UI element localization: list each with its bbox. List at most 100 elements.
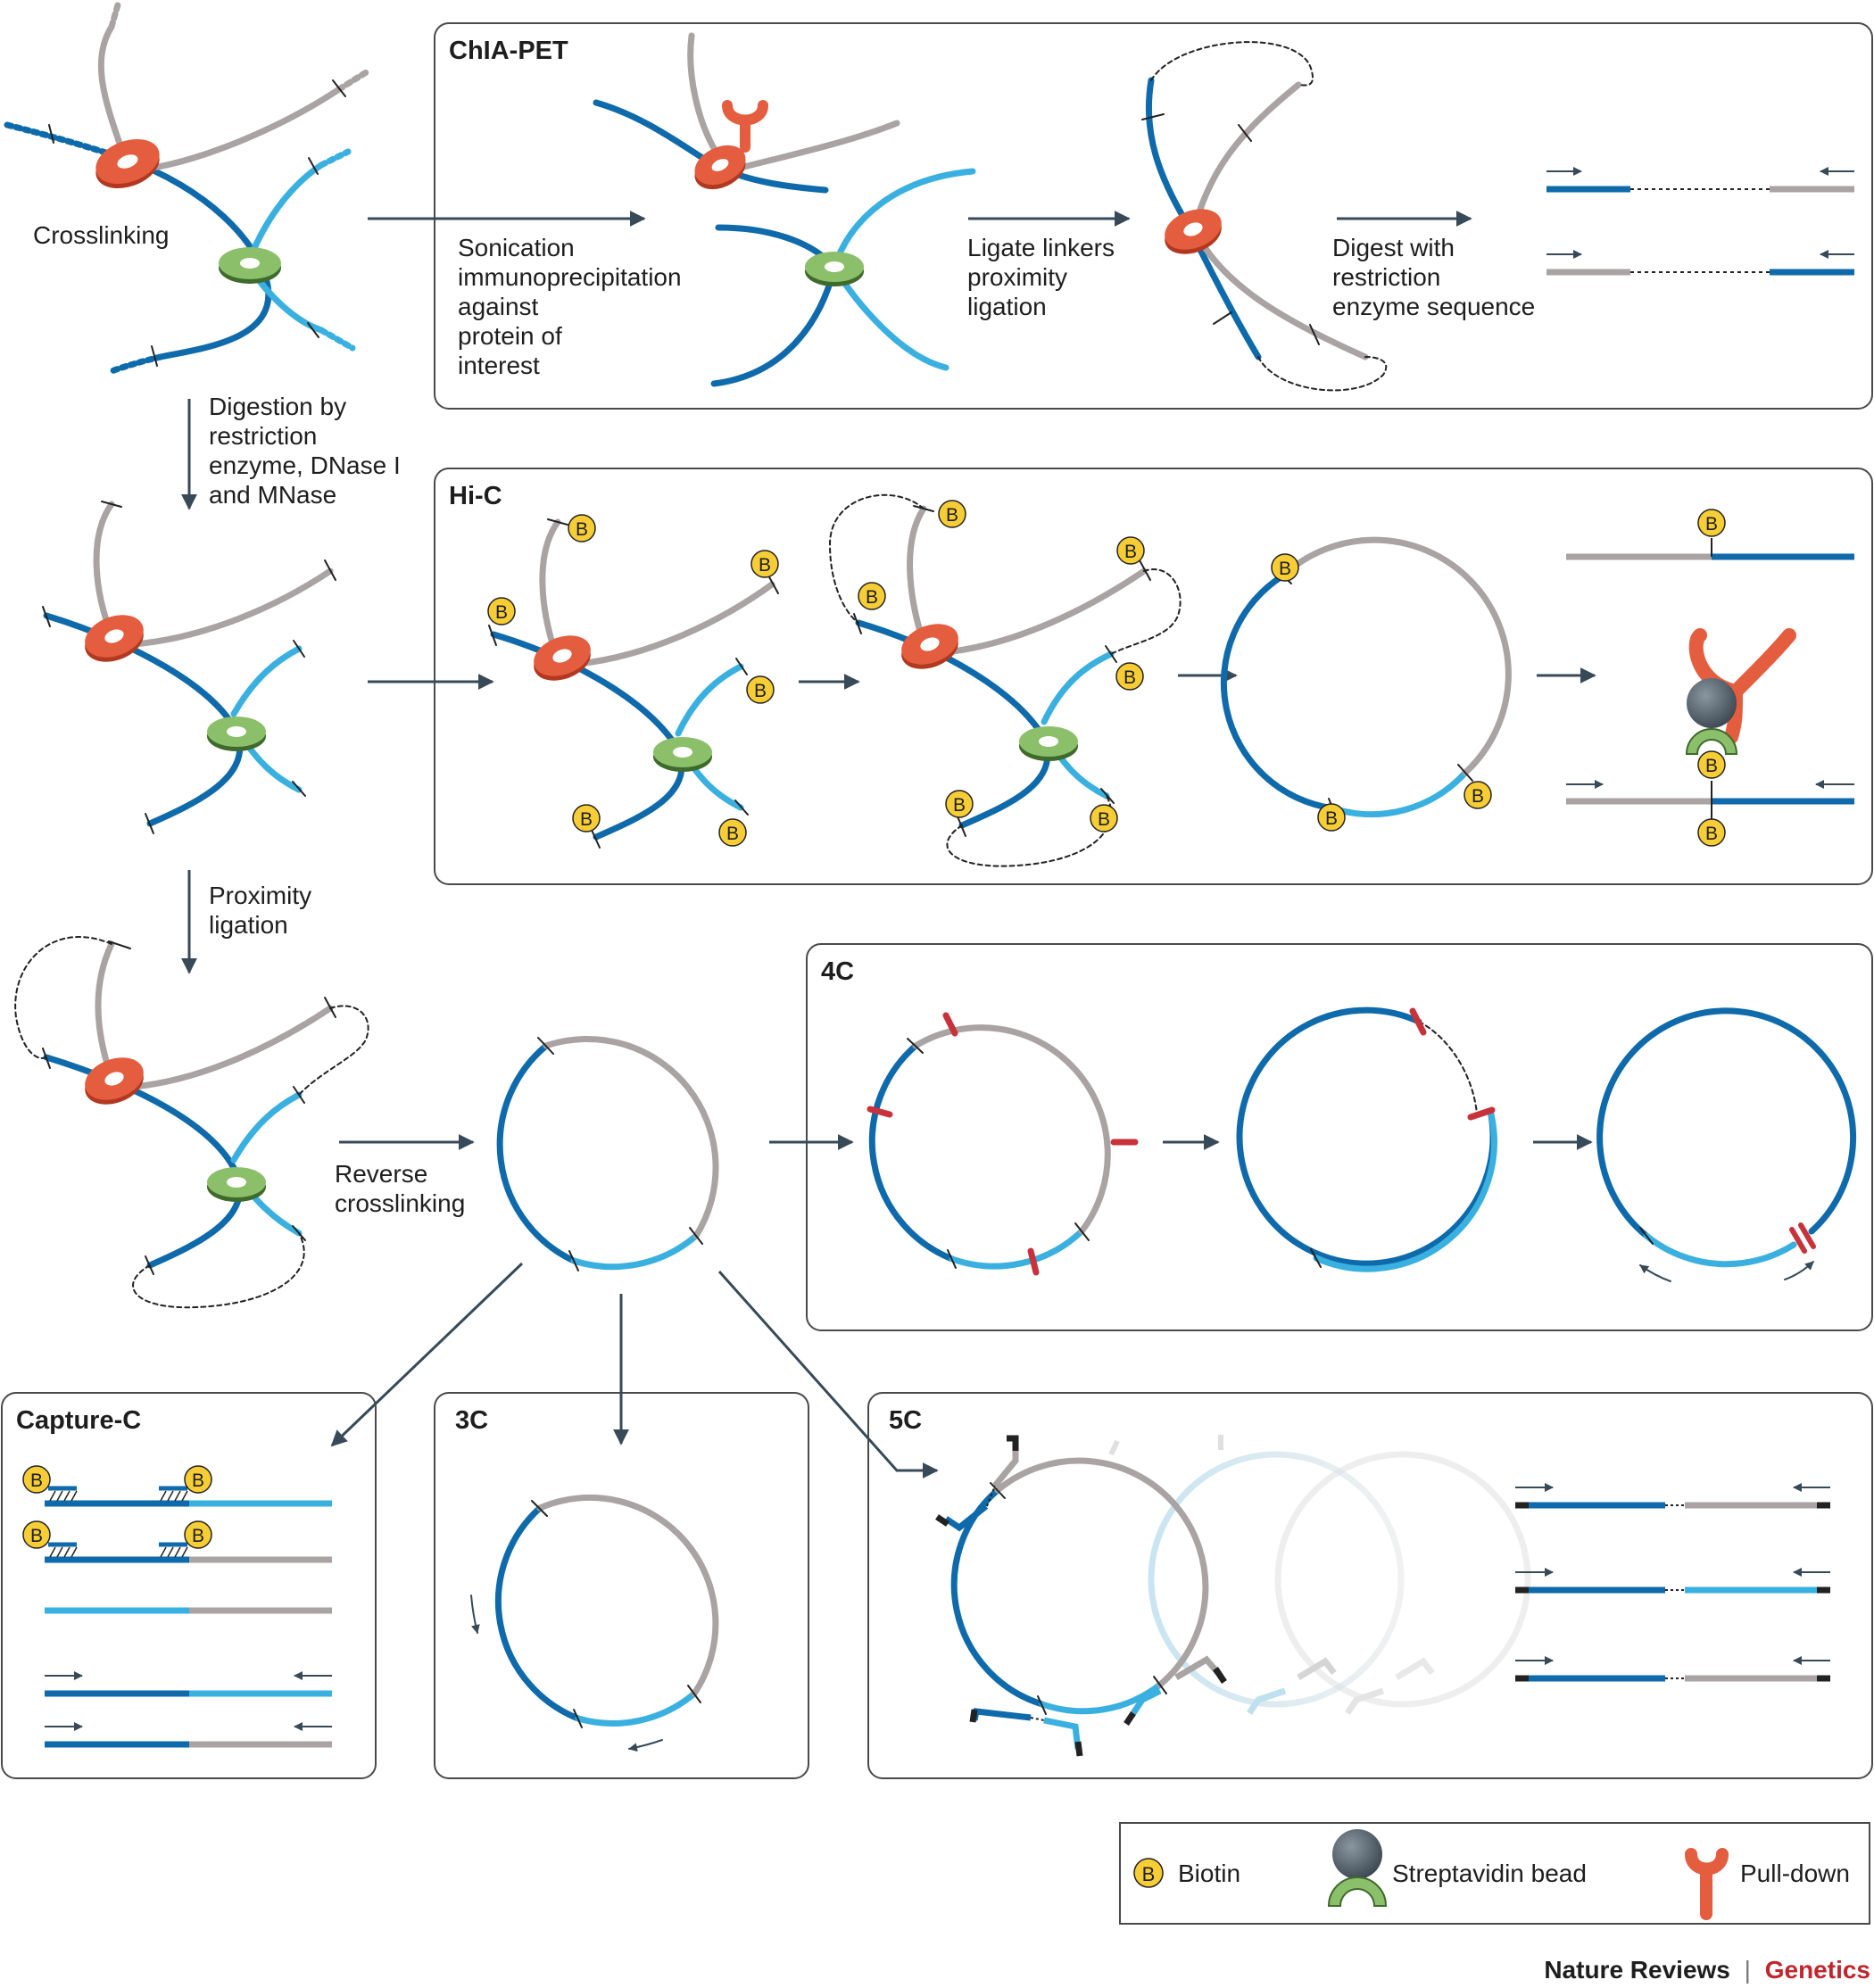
svg-text:B: B (953, 795, 966, 816)
chiapet-pet-reads (1546, 167, 1854, 276)
chiapet-step1-line-5: interest (458, 352, 540, 379)
digestion-line-1: Digestion by (209, 393, 346, 420)
proximity-line-2: ligation (209, 911, 288, 939)
legend-bead-icon (1327, 1829, 1388, 1907)
biotin-marker-icon: B (746, 675, 775, 704)
chiapet-title: ChIA-PET (449, 37, 568, 65)
svg-text:B: B (866, 587, 878, 608)
threec-circle (470, 1494, 719, 1752)
svg-text:B: B (580, 809, 593, 830)
fivec-primers (935, 1435, 1435, 1757)
antibody-icon (722, 100, 768, 153)
digestion-line-3: enzyme, DNase I (209, 451, 401, 479)
ligated-circle (496, 1035, 719, 1271)
svg-text:B: B (1325, 808, 1338, 829)
biotin-marker-icon: B (938, 500, 966, 528)
fourc-circle-3 (1596, 1007, 1857, 1282)
chiapet-panel (434, 22, 1873, 410)
biotin-marker-icon: B (1697, 750, 1726, 779)
journal-name: Nature Reviews (1544, 1956, 1730, 1984)
reverse-line-2: crosslinking (335, 1189, 465, 1217)
biotin-marker-icon: B (1697, 509, 1726, 537)
biotin-marker-icon: B (1317, 803, 1346, 832)
svg-text:B: B (946, 505, 958, 526)
legend-biotin-icon: B (1133, 1858, 1164, 1888)
biotin-marker-icon: B (750, 550, 779, 578)
legend-pulldown-label: Pull-down (1740, 1860, 1850, 1887)
biotin-marker-icon: B (487, 597, 516, 625)
biotin-marker-icon: B (1271, 553, 1299, 582)
crosslinked-chromatin (4, 0, 371, 375)
fourc-panel (806, 943, 1873, 1331)
biotin-marker-icon: B (1115, 662, 1144, 691)
fivec-reads (1515, 1483, 1830, 1682)
chiapet-step1-line-4: protein of (458, 322, 562, 350)
svg-text:B: B (754, 681, 767, 701)
svg-text:B: B (1124, 667, 1136, 688)
svg-text:B: B (192, 1526, 204, 1546)
biotin-marker-icon: B (1116, 536, 1145, 565)
chiapet-step1-line-1: Sonication (458, 234, 575, 261)
svg-text:B: B (1472, 786, 1484, 807)
svg-text:B: B (726, 824, 739, 844)
green-protein-ring (219, 247, 281, 284)
fourc-title: 4C (821, 957, 854, 986)
journal-section: Genetics (1765, 1956, 1870, 1984)
digestion-line-4: and MNase (209, 481, 336, 509)
chiapet-step2-line-3: ligation (967, 293, 1047, 320)
biotin-labels: B B B B B B B B B B B B B B B B B B B B B B (22, 500, 1726, 1549)
streptavidin-cup-icon (1685, 728, 1738, 755)
svg-text:B: B (1705, 514, 1718, 534)
chiapet-step1-line-3: against (458, 293, 539, 320)
biotin-marker-icon: B (184, 1465, 212, 1494)
digested-chromatin (42, 501, 336, 834)
svg-text:B: B (495, 602, 508, 623)
fivec-main-circle (950, 1457, 1209, 1715)
threec-title: 3C (455, 1406, 488, 1435)
svg-text:B: B (1279, 559, 1291, 579)
svg-text:B: B (1098, 809, 1110, 830)
svg-text:B: B (576, 519, 588, 540)
legend-bead-label: Streptavidin bead (1392, 1860, 1587, 1887)
biotin-marker-icon: B (718, 818, 747, 847)
biotin-marker-icon: B (858, 582, 886, 610)
digestion-line-2: restriction (209, 422, 317, 450)
fivec-faded-circles (1108, 1435, 1531, 1708)
biotin-marker-icon: B (22, 1465, 51, 1494)
svg-text:B: B (30, 1470, 43, 1491)
streptavidin-bead-icon (1687, 678, 1737, 728)
chiapet-step2-line-1: Ligate linkers (967, 234, 1115, 261)
chiapet-step1-line-2: immunoprecipitation (458, 263, 682, 291)
hic-circle (1220, 536, 1512, 819)
journal-credit: Nature Reviews | Genetics (1544, 1956, 1870, 1984)
legend-box (1119, 1822, 1870, 1925)
fourc-circle-1 (867, 1012, 1139, 1276)
legend-biotin-label: Biotin (1178, 1860, 1240, 1887)
chiapet-step3-line-1: Digest with (1332, 234, 1455, 261)
hic-biotin-labeled-complex (488, 518, 779, 849)
svg-text:B: B (1142, 1863, 1156, 1885)
svg-text:B: B (192, 1470, 204, 1491)
chiapet-step2-line-2: proximity (967, 263, 1067, 291)
hic-panel (434, 468, 1873, 885)
biotin-marker-icon: B (1090, 804, 1118, 832)
fivec-panel (867, 1392, 1873, 1779)
biotin-marker-icon: B (568, 514, 596, 543)
capturec-reads (45, 1486, 332, 1748)
journal-separator: | (1745, 1956, 1751, 1984)
hic-pulldown-reads (1566, 538, 1854, 821)
fourc-circle-2 (1236, 1006, 1497, 1272)
arrow-to-capturec (330, 1262, 524, 1447)
svg-text:B: B (759, 555, 771, 576)
svg-text:B: B (1705, 824, 1718, 844)
proximity-line-1: Proximity (209, 882, 311, 909)
svg-text:B: B (30, 1526, 43, 1546)
hic-title: Hi-C (449, 482, 502, 510)
chiapet-sonicated-fragments (593, 32, 976, 387)
biotin-marker-icon: B (1464, 781, 1492, 809)
svg-text:B: B (1124, 542, 1137, 562)
biotin-marker-icon: B (1697, 818, 1726, 847)
biotin-marker-icon: B (945, 790, 974, 818)
hic-ligated-complex (828, 493, 1182, 867)
